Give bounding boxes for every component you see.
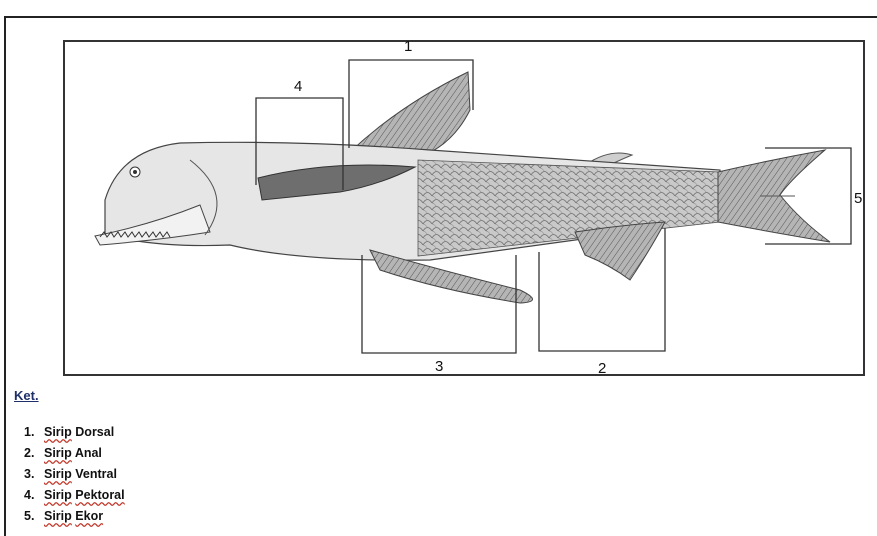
legend-item: 1.Sirip Dorsal [24,422,125,443]
callout-4: 4 [294,78,302,95]
legend-title: Ket. [14,388,39,403]
legend-item: 2.Sirip Anal [24,443,125,464]
legend-item: 4.Sirip Pektoral [24,485,125,506]
callout-5: 5 [854,190,862,207]
callout-2: 2 [598,360,606,377]
callout-3: 3 [435,358,443,375]
scaled-body [418,160,728,256]
anal-fin [575,222,665,280]
legend-item: 5.Sirip Ekor [24,506,125,527]
callout-1: 1 [404,38,412,55]
legend-item: 3.Sirip Ventral [24,464,125,485]
ventral-fin [370,250,533,303]
legend-list: 1.Sirip Dorsal 2.Sirip Anal 3.Sirip Vent… [24,422,125,527]
